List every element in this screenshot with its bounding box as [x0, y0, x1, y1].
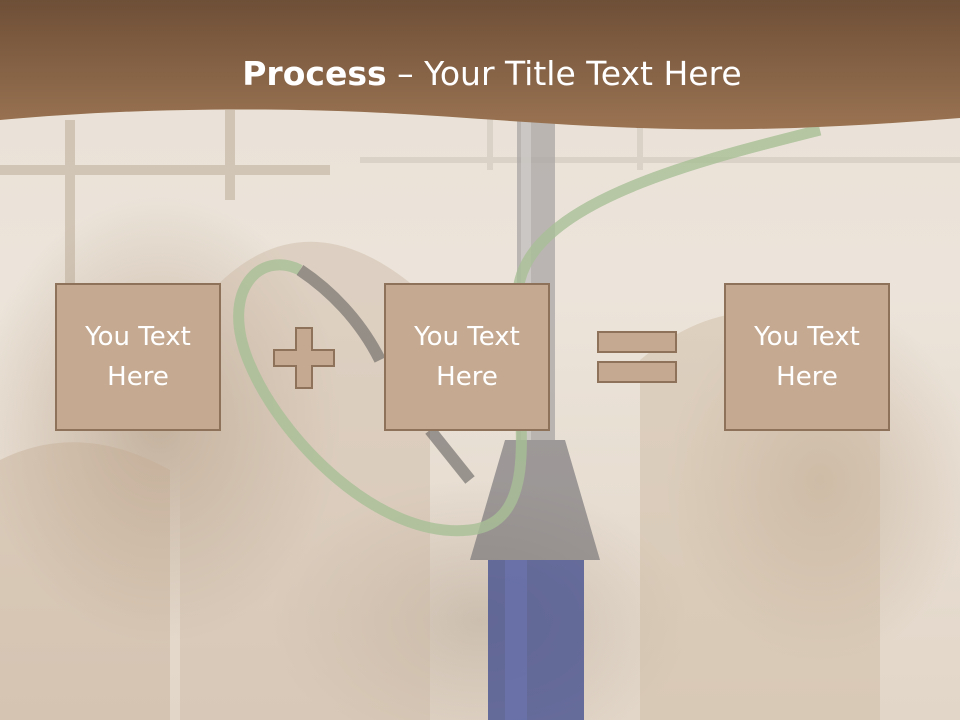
header-band: Process – Your Title Text Here — [0, 0, 960, 140]
process-box-3[interactable]: You Text Here — [724, 283, 890, 431]
slide-title: Process – Your Title Text Here — [0, 52, 960, 96]
process-box-2[interactable]: You Text Here — [384, 283, 550, 431]
process-box-1-text: You Text Here — [85, 317, 191, 397]
equals-icon — [597, 331, 677, 383]
plus-icon — [273, 327, 335, 389]
process-box-2-line1: You Text — [414, 322, 520, 352]
header-wave — [0, 0, 960, 130]
title-bold: Process — [242, 54, 387, 93]
title-rest: – Your Title Text Here — [386, 54, 742, 93]
process-box-3-line2: Here — [776, 362, 838, 392]
process-box-3-line1: You Text — [754, 322, 860, 352]
process-box-2-text: You Text Here — [414, 317, 520, 397]
process-box-1-line1: You Text — [85, 322, 191, 352]
process-box-2-line2: Here — [436, 362, 498, 392]
process-box-1[interactable]: You Text Here — [55, 283, 221, 431]
process-box-1-line2: Here — [107, 362, 169, 392]
process-box-3-text: You Text Here — [754, 317, 860, 397]
